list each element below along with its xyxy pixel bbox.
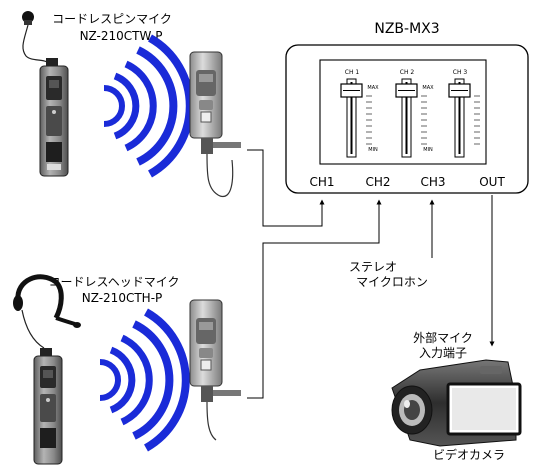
ch3-top-label: CH 3: [453, 69, 468, 76]
headset-radio-waves: [99, 308, 190, 452]
pin-transmitter: [39, 58, 69, 177]
headset-mic-model: NZ-210CTH-P: [82, 291, 163, 305]
fader-ch2[interactable]: CH 2 MAX MIN: [395, 69, 434, 158]
pin-mic-model: NZ-210CTW-P: [80, 29, 163, 43]
stereo-mic-label-line1: ステレオ: [349, 260, 397, 274]
ch1-top-label: CH 1: [345, 69, 360, 76]
pin-receiver: [189, 51, 241, 198]
fader-ch3[interactable]: CH 3: [448, 69, 480, 158]
camera-label: ビデオカメラ: [433, 447, 505, 462]
out-label: OUT: [479, 175, 505, 189]
headset-mic-name: コードレスヘッドマイク: [49, 275, 180, 289]
ch1-min-label: MIN: [368, 147, 378, 153]
ch2-min-label: MIN: [423, 147, 433, 153]
ch1-max-label: MAX: [367, 85, 379, 91]
ch2-max-label: MAX: [422, 85, 434, 91]
external-input-label-line2: 入力端子: [419, 346, 467, 360]
external-input-label-line1: 外部マイク: [413, 330, 473, 345]
pin-radio-waves: [103, 34, 194, 178]
ch2-top-label: CH 2: [400, 69, 415, 76]
cable-pin-to-ch1: [247, 149, 325, 227]
mixer-model-label: NZB-MX3: [374, 21, 439, 37]
fader-ch1[interactable]: CH 1 MAX MIN: [340, 69, 379, 158]
stereo-mic-label-line2: マイクロホン: [356, 275, 428, 289]
pin-mic-name: コードレスピンマイク: [52, 12, 172, 26]
ch3-input-label: CH3: [420, 175, 445, 189]
lapel-mic: [22, 11, 51, 65]
video-camera: [391, 359, 522, 447]
ch1-input-label: CH1: [309, 175, 334, 189]
headset-transmitter: [33, 348, 63, 465]
cable-headset-to-ch2: [247, 199, 382, 399]
headset-mic: [13, 274, 81, 349]
headset-receiver: [189, 299, 241, 441]
ch2-input-label: CH2: [365, 175, 390, 189]
